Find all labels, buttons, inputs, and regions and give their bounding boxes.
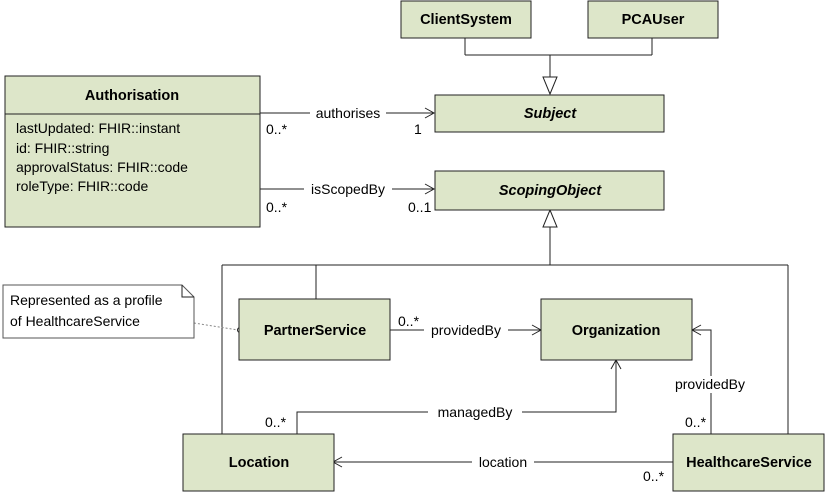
location-association-source-multiplicity: 0..* (643, 468, 665, 484)
class-authorisation[interactable]: Authorisation lastUpdated: FHIR::instant… (4, 75, 261, 228)
partner-provided-by-label: providedBy (431, 322, 501, 338)
association-partner-provided-by: providedBy 0..* (390, 313, 543, 339)
healthcare-provided-by-label: providedBy (675, 376, 745, 392)
association-authorises: authorises 0..* 1 (260, 105, 436, 137)
partner-provided-by-source-multiplicity: 0..* (398, 313, 420, 329)
attribute-role-type: roleType: FHIR::code (16, 178, 148, 194)
class-name: Organization (572, 323, 661, 339)
class-name: ClientSystem (420, 12, 512, 28)
class-pca-user[interactable]: PCAUser (587, 0, 719, 39)
attribute-last-updated: lastUpdated: FHIR::instant (16, 120, 180, 136)
class-client-system[interactable]: ClientSystem (400, 0, 532, 39)
scoping-generalization-arrowhead (542, 208, 558, 228)
authorises-source-multiplicity: 0..* (266, 121, 288, 137)
class-name: ScopingObject (499, 183, 602, 199)
subject-generalization-arrowhead (542, 76, 558, 96)
association-is-scoped-by: isScopedBy 0..* 0..1 (260, 181, 436, 215)
is-scoped-by-source-multiplicity: 0..* (266, 199, 288, 215)
class-name: PartnerService (264, 323, 366, 339)
managed-by-label: managedBy (438, 404, 513, 420)
is-scoped-by-label: isScopedBy (311, 181, 385, 197)
healthcare-provided-by-source-multiplicity: 0..* (685, 414, 707, 430)
is-scoped-by-target-multiplicity: 0..1 (408, 199, 432, 215)
note-line-2: of HealthcareService (10, 313, 140, 329)
note-partner-service: Represented as a profile of HealthcareSe… (2, 284, 243, 339)
attribute-id: id: FHIR::string (16, 140, 109, 156)
managed-by-source-multiplicity: 0..* (265, 414, 287, 430)
class-organization[interactable]: Organization (540, 298, 693, 361)
association-location: location 0..* (331, 454, 673, 484)
attribute-approval-status: approvalStatus: FHIR::code (16, 159, 188, 175)
authorises-label: authorises (316, 105, 381, 121)
class-name: Subject (524, 106, 578, 122)
class-name: Location (229, 455, 289, 471)
class-name: PCAUser (622, 12, 685, 28)
class-partner-service[interactable]: PartnerService (238, 298, 391, 361)
subject-generalization (464, 37, 653, 96)
class-scoping-object[interactable]: ScopingObject (434, 170, 665, 211)
class-location[interactable]: Location (182, 433, 335, 492)
location-association-label: location (479, 454, 527, 470)
class-name: HealthcareService (686, 455, 812, 471)
association-healthcare-provided-by: providedBy 0..* (668, 324, 752, 434)
note-line-1: Represented as a profile (10, 292, 163, 308)
scoping-generalization (221, 208, 789, 434)
class-subject[interactable]: Subject (434, 94, 665, 133)
class-healthcare-service[interactable]: HealthcareService (672, 433, 825, 492)
association-managed-by: managedBy 0..* (265, 358, 622, 434)
class-name: Authorisation (85, 88, 179, 104)
authorises-target-multiplicity: 1 (414, 121, 422, 137)
